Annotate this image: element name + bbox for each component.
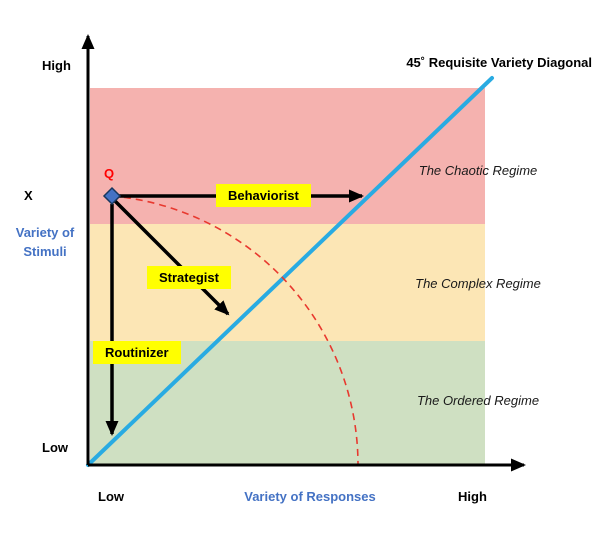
diagram-title: 45˚ Requisite Variety Diagonal [406, 55, 592, 70]
x-axis-high-label: High [458, 489, 487, 504]
variety-arc [111, 195, 359, 466]
diagonal-line [86, 76, 494, 467]
x-axis-title: Variety of Responses [244, 489, 376, 504]
chaotic-regime-label: The Chaotic Regime [418, 163, 538, 178]
y-axis-low-label: Low [42, 440, 68, 455]
y-axis-x-marker: X [24, 188, 33, 203]
x-axis-low-label: Low [98, 489, 124, 504]
q-label: Q [104, 166, 115, 181]
q-point-marker [102, 186, 122, 206]
y-axis-high-label: High [42, 58, 71, 73]
ordered-regime-label: The Ordered Regime [416, 393, 540, 408]
complex-regime-label: The Complex Regime [415, 276, 541, 291]
y-axis-title: Variety of Stimuli [15, 225, 75, 259]
strategist-label: Strategist [147, 266, 231, 289]
routinizer-label: Routinizer [93, 341, 181, 364]
behaviorist-label: Behaviorist [216, 184, 311, 207]
strategist-arrow [113, 199, 230, 316]
